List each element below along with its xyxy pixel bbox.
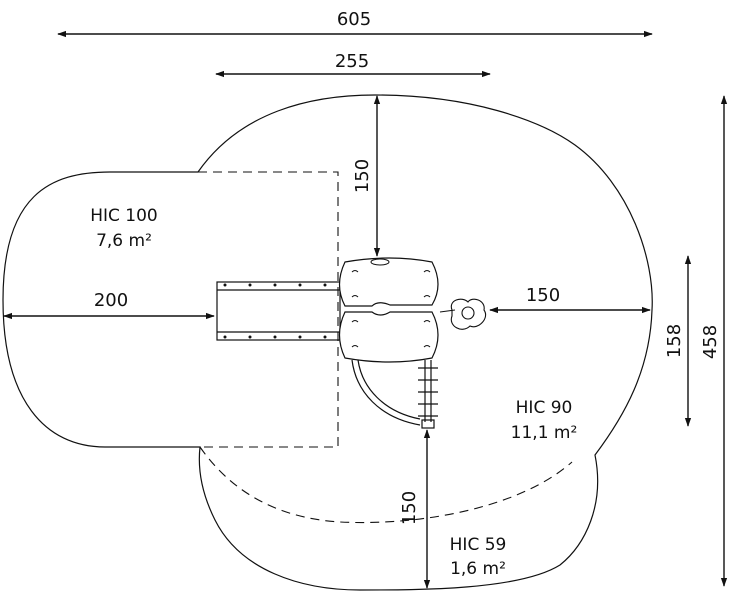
- dimension-right-clearance: 150: [526, 285, 560, 306]
- dimension-bottom-clearance: 150: [399, 491, 420, 525]
- zone-area-label: 11,1 m²: [511, 423, 578, 443]
- steering-wheel: [439, 298, 487, 330]
- zone-hic-label: HIC 100: [90, 206, 158, 226]
- impact-area-outline: [2, 94, 653, 591]
- dimension-lines: [3, 30, 728, 589]
- slide-bolts: [223, 283, 327, 339]
- zone-boundary-bottom: [199, 446, 573, 524]
- dimension-equipment-width: 255: [335, 51, 369, 72]
- dimension-top-clearance: 150: [352, 159, 373, 193]
- platform-top: [338, 257, 439, 307]
- zone-boundary-left: [198, 171, 339, 448]
- dimension-total-depth: 458: [700, 325, 721, 359]
- platform-marks: [351, 258, 431, 348]
- dimension-left-clearance: 200: [94, 290, 128, 311]
- zone-area-label: 7,6 m²: [96, 231, 152, 251]
- zone-area-label: 1,6 m²: [450, 559, 506, 579]
- zone-hic-label: HIC 90: [516, 398, 573, 418]
- zone-hic-label: HIC 59: [450, 535, 507, 555]
- dimension-equipment-depth: 158: [664, 324, 685, 358]
- platform-bottom: [338, 311, 439, 363]
- dimension-total-width: 605: [337, 9, 371, 30]
- curved-handrail: [351, 359, 421, 426]
- ladder: [418, 360, 438, 429]
- slide: [216, 281, 341, 341]
